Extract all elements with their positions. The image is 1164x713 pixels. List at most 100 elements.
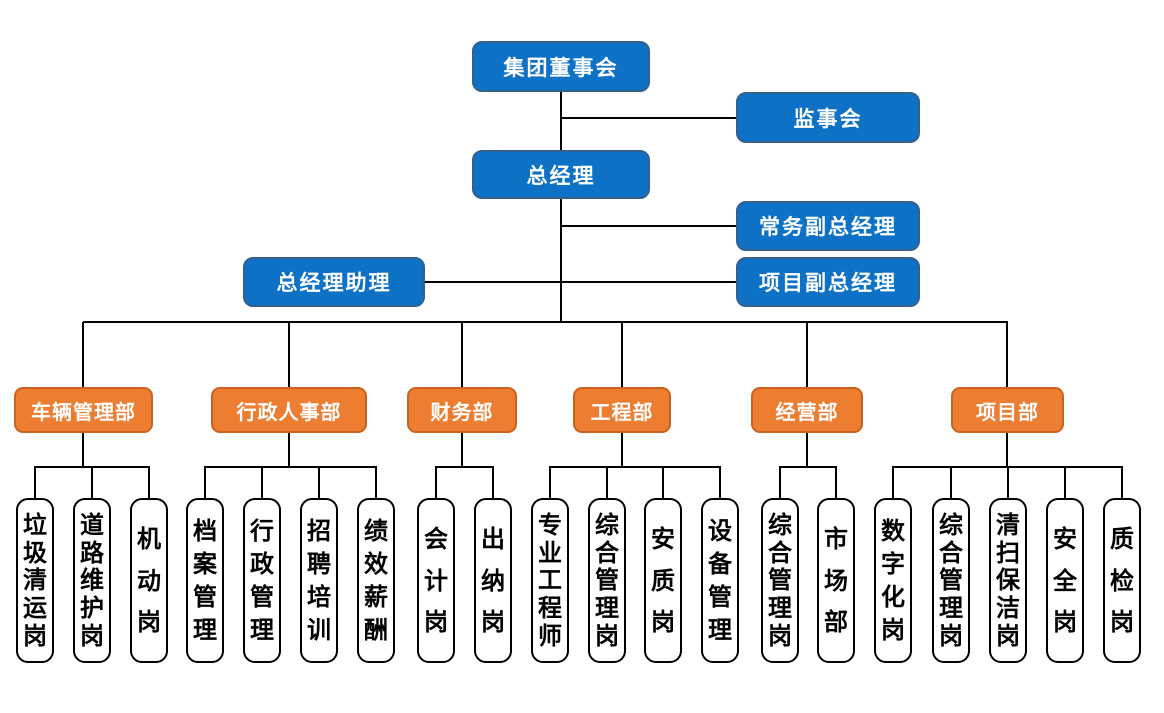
position-label: 综合管理岗: [768, 511, 792, 650]
connector-child-drop: [950, 466, 952, 498]
connector-distribution: [83, 321, 1008, 323]
position-box: 设备管理: [701, 498, 739, 663]
connector-child-drop: [1121, 466, 1123, 498]
connector-group-stem: [1006, 433, 1008, 467]
position-box: 数字化岗: [874, 498, 912, 663]
connector-child-drop: [91, 466, 93, 498]
position-box: 安全岗: [1046, 498, 1084, 663]
connector-child-drop: [261, 466, 263, 498]
connector-child-drop: [779, 466, 781, 498]
position-box: 清扫保洁岗: [989, 498, 1027, 663]
connector-child-drop: [492, 466, 494, 498]
position-box: 出纳岗: [474, 498, 512, 663]
connector-dept-drop: [461, 322, 463, 387]
connector-child-drop: [1007, 466, 1009, 498]
dept-project: 项目部: [951, 387, 1064, 433]
connector-child-drop: [148, 466, 150, 498]
position-label: 招聘培训: [307, 516, 331, 645]
connector-child-drop: [318, 466, 320, 498]
position-label: 安质岗: [651, 525, 675, 636]
position-box: 机动岗: [130, 498, 168, 663]
node-project-deputy-gm: 项目副总经理: [736, 257, 920, 307]
position-label: 专业工程师: [538, 511, 562, 650]
dept-finance: 财务部: [407, 387, 517, 433]
position-box: 档案管理: [186, 498, 224, 663]
connector-dept-drop: [288, 322, 290, 387]
connector-dept-drop: [621, 322, 623, 387]
position-label: 行政管理: [250, 516, 274, 645]
connector-dept-drop: [82, 322, 84, 387]
position-box: 综合管理岗: [588, 498, 626, 663]
node-executive-deputy-gm-label: 常务副总经理: [759, 215, 897, 239]
position-box: 综合管理岗: [932, 498, 970, 663]
connector-child-drop: [719, 466, 721, 498]
connector-group-bar: [205, 466, 376, 468]
connector-child-drop: [435, 466, 437, 498]
connector-to-supervisory: [561, 117, 736, 119]
dept-label: 行政人事部: [236, 399, 342, 424]
dept-label: 经营部: [775, 399, 839, 424]
position-box: 安质岗: [644, 498, 682, 663]
connector-assistant-project-deputy: [425, 281, 736, 283]
connector-group-stem: [288, 433, 290, 467]
position-label: 清扫保洁岗: [996, 511, 1020, 650]
position-box: 专业工程师: [531, 498, 569, 663]
connector-child-drop: [835, 466, 837, 498]
node-gm-assistant: 总经理助理: [243, 257, 425, 307]
dept-admin-hr: 行政人事部: [211, 387, 367, 433]
dept-operations: 经营部: [751, 387, 863, 433]
position-label: 市场部: [824, 525, 848, 636]
position-box: 市场部: [817, 498, 855, 663]
position-label: 会计岗: [424, 525, 448, 636]
connector-group-stem: [621, 433, 623, 467]
position-box: 综合管理岗: [761, 498, 799, 663]
position-label: 道路维护岗: [80, 511, 104, 650]
connector-group-bar: [436, 466, 493, 468]
connector-group-stem: [82, 433, 84, 467]
connector-group-bar: [780, 466, 836, 468]
position-box: 行政管理: [243, 498, 281, 663]
position-label: 垃圾清运岗: [23, 511, 47, 650]
position-label: 综合管理岗: [939, 511, 963, 650]
position-label: 质检岗: [1110, 525, 1134, 636]
connector-dept-drop: [806, 322, 808, 387]
node-general-manager-label: 总经理: [526, 163, 596, 188]
node-general-manager: 总经理: [472, 150, 650, 199]
connector-dept-drop: [1006, 322, 1008, 387]
connector-spine-lower: [560, 198, 562, 322]
dept-label: 项目部: [976, 399, 1039, 424]
connector-child-drop: [375, 466, 377, 498]
node-supervisory-board-label: 监事会: [793, 106, 863, 131]
node-board-label: 集团董事会: [503, 55, 619, 80]
position-label: 出纳岗: [481, 525, 505, 636]
connector-child-drop: [1064, 466, 1066, 498]
position-label: 绩效薪酬: [364, 516, 388, 645]
position-label: 档案管理: [193, 516, 217, 645]
position-box: 会计岗: [417, 498, 455, 663]
connector-group-stem: [461, 433, 463, 467]
position-label: 数字化岗: [881, 516, 905, 645]
node-gm-assistant-label: 总经理助理: [276, 271, 392, 295]
connector-child-drop: [606, 466, 608, 498]
connector-child-drop: [662, 466, 664, 498]
connector-group-bar: [550, 466, 720, 468]
connector-group-stem: [806, 433, 808, 467]
position-box: 质检岗: [1103, 498, 1141, 663]
position-label: 安全岗: [1053, 525, 1077, 636]
connector-child-drop: [34, 466, 36, 498]
dept-label: 工程部: [590, 399, 654, 424]
connector-spine-upper: [560, 92, 562, 150]
dept-vehicle-management: 车辆管理部: [14, 387, 153, 433]
position-box: 绩效薪酬: [357, 498, 395, 663]
connector-child-drop: [892, 466, 894, 498]
node-board: 集团董事会: [472, 41, 650, 92]
dept-engineering: 工程部: [573, 387, 671, 433]
position-label: 设备管理: [708, 516, 732, 645]
connector-child-drop: [204, 466, 206, 498]
position-label: 机动岗: [137, 525, 161, 636]
dept-label: 财务部: [430, 399, 494, 424]
node-executive-deputy-gm: 常务副总经理: [736, 201, 920, 251]
dept-label: 车辆管理部: [31, 399, 136, 424]
connector-to-executive-deputy: [561, 225, 736, 227]
